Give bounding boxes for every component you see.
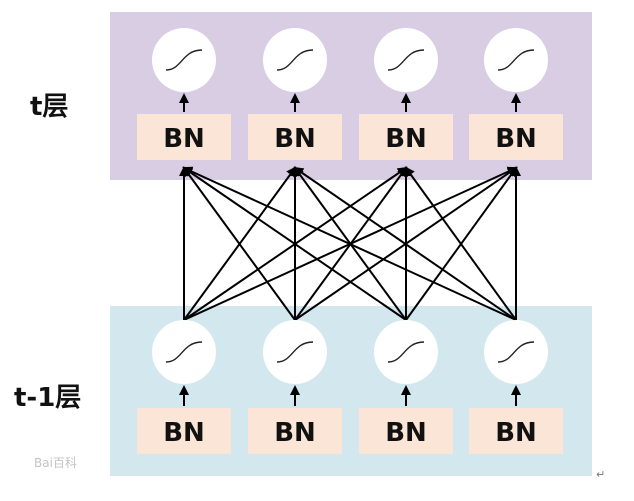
neuron-circle bbox=[263, 320, 327, 384]
connection-arrow bbox=[404, 166, 517, 321]
sigmoid-activation-icon bbox=[497, 341, 535, 363]
bn-box bbox=[469, 114, 563, 160]
bn-label: BN bbox=[274, 418, 316, 448]
sigmoid-activation-icon bbox=[387, 49, 425, 71]
bn-box bbox=[359, 408, 453, 454]
bn-box bbox=[359, 114, 453, 160]
full-connections bbox=[179, 166, 521, 321]
sigmoid-activation-icon bbox=[165, 49, 203, 71]
bn-box bbox=[248, 114, 342, 160]
connection-arrow bbox=[293, 166, 517, 321]
bn-label: BN bbox=[385, 418, 427, 448]
sigmoid-activation-icon bbox=[165, 341, 203, 363]
bn-label: BN bbox=[163, 124, 205, 154]
neuron-circle bbox=[263, 28, 327, 92]
paragraph-return-mark: ↵ bbox=[596, 468, 606, 481]
connection-arrow bbox=[182, 166, 407, 321]
t-minus-1-layer-unit-1: BN bbox=[137, 320, 231, 454]
neuron-circle bbox=[484, 28, 548, 92]
connection-arrow bbox=[182, 166, 517, 321]
neuron-circle bbox=[374, 320, 438, 384]
connection-arrow bbox=[182, 166, 296, 321]
bn-label: BN bbox=[163, 418, 205, 448]
t-layer-unit-3: BN bbox=[359, 28, 453, 160]
neuron-circle bbox=[152, 28, 216, 92]
baidu-watermark: Bai百科 bbox=[34, 456, 77, 470]
t-layer-unit-4: BN bbox=[469, 28, 563, 160]
bn-label: BN bbox=[385, 124, 427, 154]
sigmoid-activation-icon bbox=[387, 341, 425, 363]
neuron-circle bbox=[152, 320, 216, 384]
t-minus-1-layer-units: BN BN BN BN bbox=[137, 320, 563, 454]
t-minus-1-layer-unit-2: BN bbox=[248, 320, 342, 454]
t-layer-unit-2: BN bbox=[248, 28, 342, 160]
sigmoid-activation-icon bbox=[276, 49, 314, 71]
bn-box bbox=[137, 114, 231, 160]
t-layer-unit-1: BN bbox=[137, 28, 231, 160]
neuron-circle bbox=[374, 28, 438, 92]
sigmoid-activation-icon bbox=[497, 49, 535, 71]
bn-label: BN bbox=[495, 124, 537, 154]
t-layer-label: t层 bbox=[30, 92, 69, 122]
bn-label: BN bbox=[495, 418, 537, 448]
bn-label: BN bbox=[274, 124, 316, 154]
bn-box bbox=[137, 408, 231, 454]
t-minus-1-layer-unit-3: BN bbox=[359, 320, 453, 454]
neuron-circle bbox=[484, 320, 548, 384]
t-minus-1-layer-label: t-1层 bbox=[14, 383, 82, 413]
sigmoid-activation-icon bbox=[276, 341, 314, 363]
bn-box bbox=[469, 408, 563, 454]
t-minus-1-layer-unit-4: BN bbox=[469, 320, 563, 454]
t-layer-units: BN BN BN BN bbox=[137, 28, 563, 160]
bn-box bbox=[248, 408, 342, 454]
